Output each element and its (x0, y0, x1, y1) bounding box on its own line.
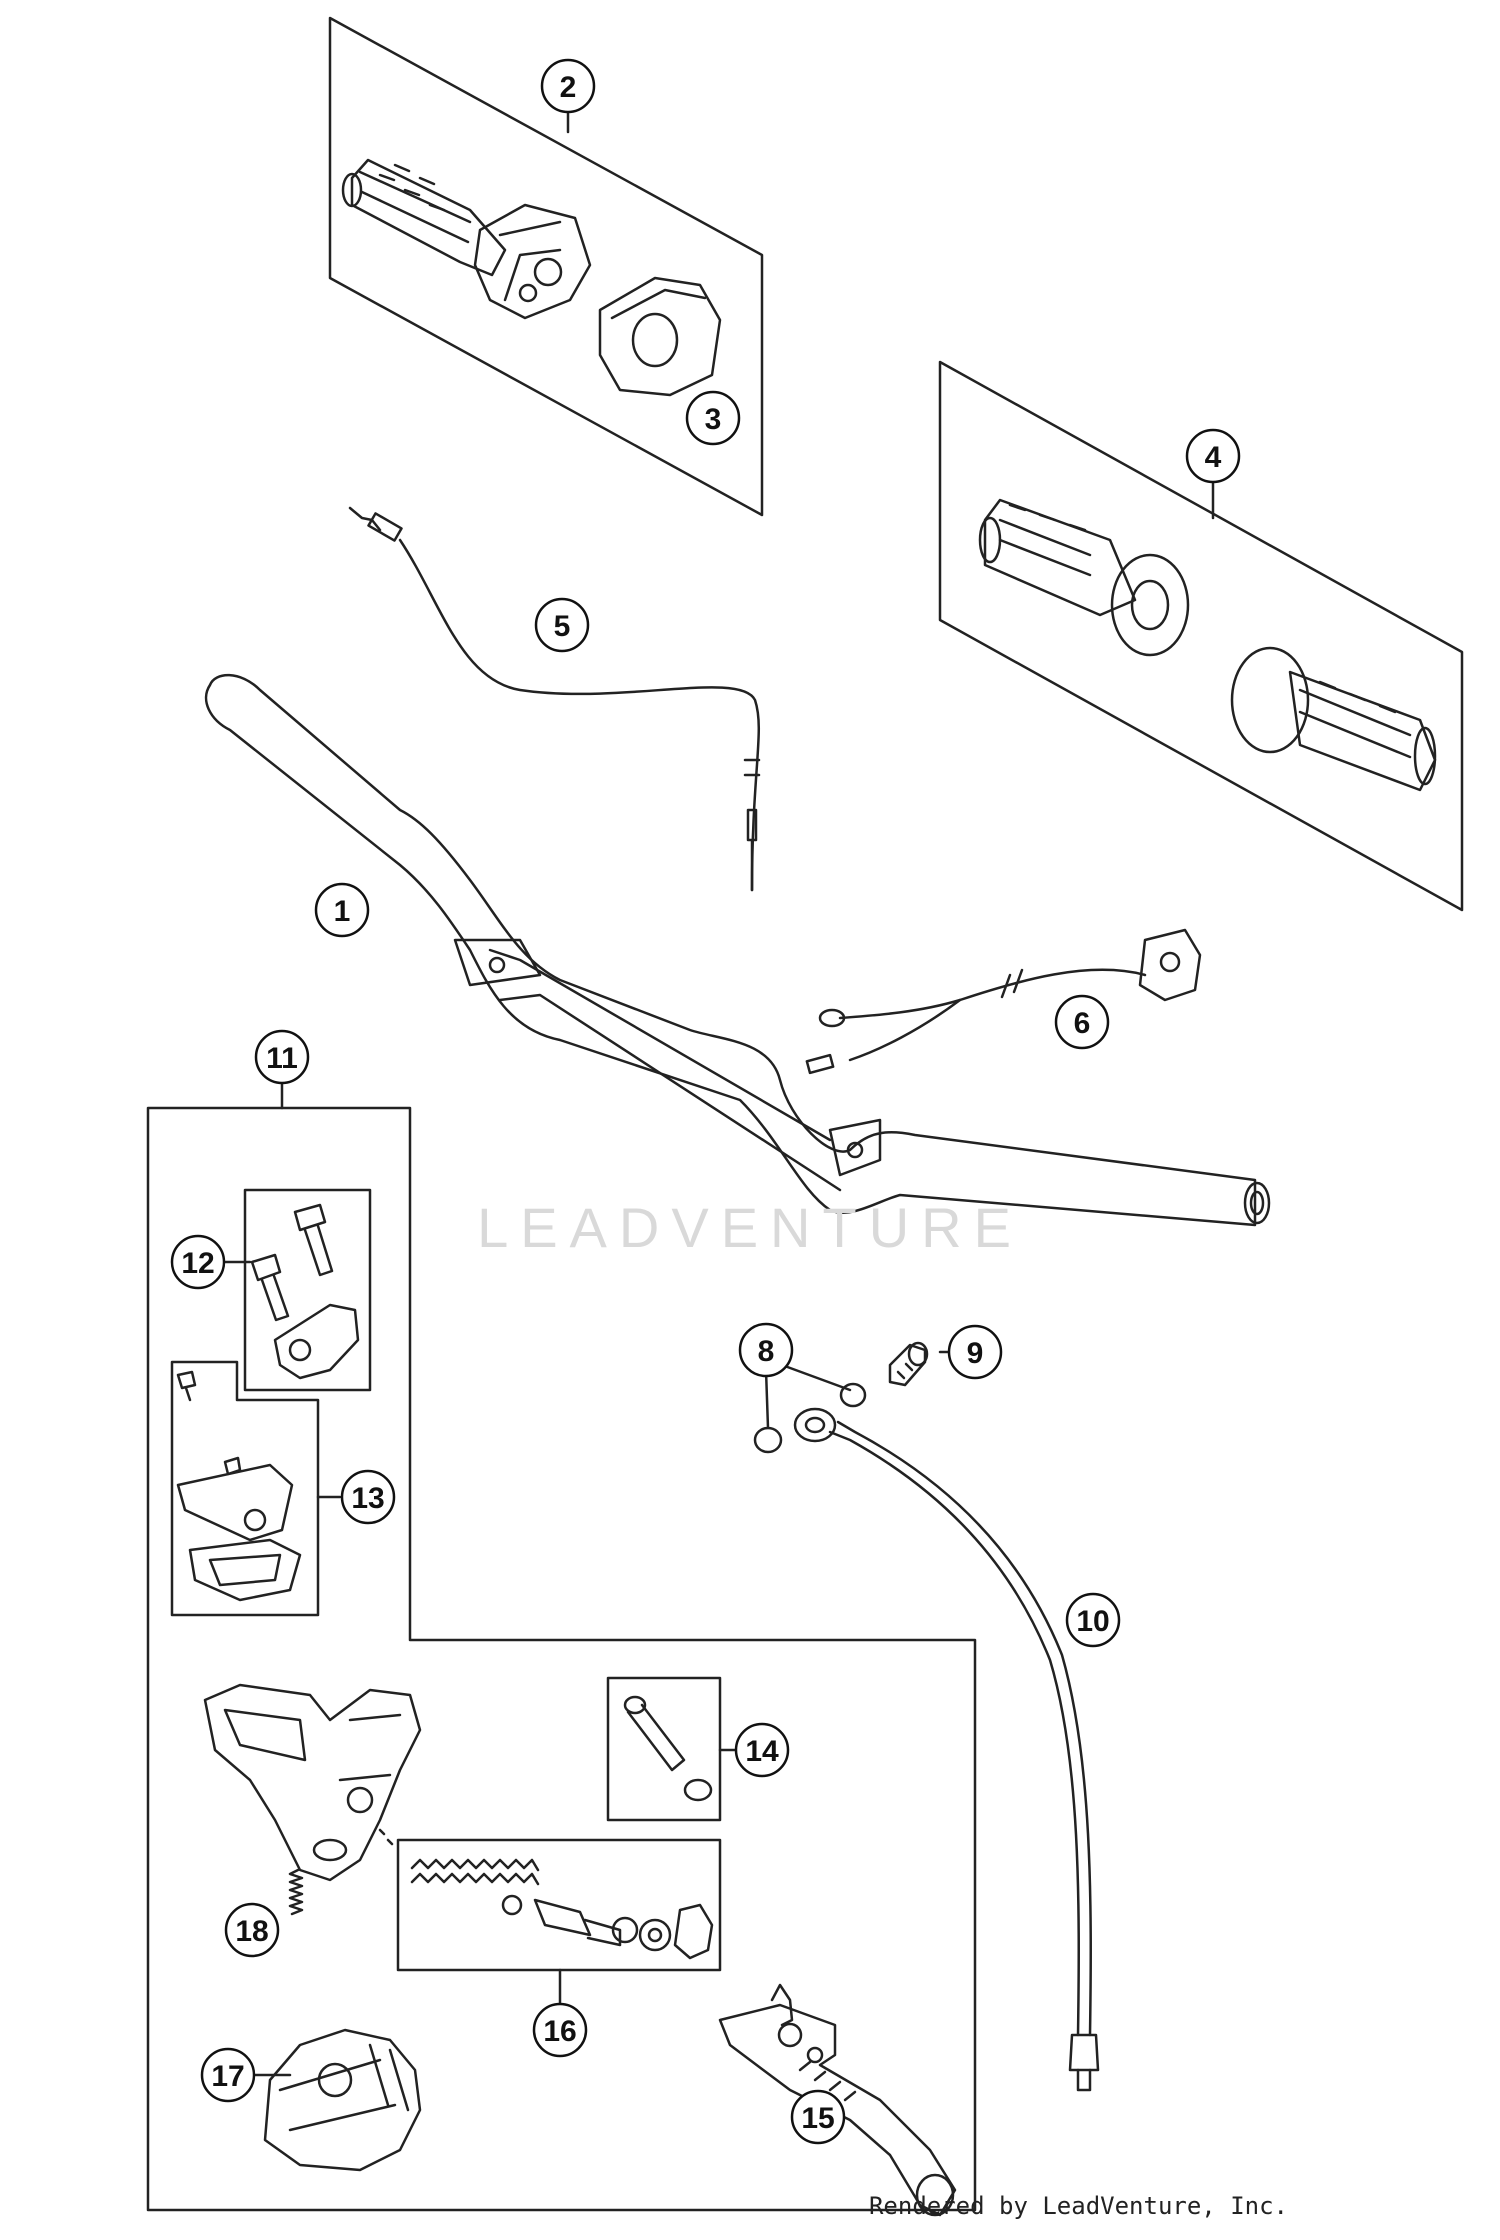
callout-18: 18 (224, 1902, 280, 1958)
svg-text:14: 14 (745, 1735, 779, 1768)
group-box-16 (396, 1838, 722, 1972)
svg-text:3: 3 (705, 403, 722, 436)
group-box-4 (938, 360, 1464, 912)
group-box-2 (328, 16, 764, 517)
callout-16: 16 (532, 2002, 588, 2058)
group-box-11 (146, 1106, 977, 2212)
svg-text:6: 6 (1074, 1007, 1091, 1040)
callout-3: 3 (685, 390, 741, 446)
svg-text:9: 9 (967, 1337, 984, 1370)
group-box-13 (170, 1360, 320, 1617)
throttle-cover-part (598, 276, 722, 397)
svg-text:12: 12 (181, 1247, 214, 1280)
leader-line-8a (780, 1363, 852, 1392)
svg-text:16: 16 (543, 2015, 576, 2048)
brake-line-part (793, 1407, 1100, 2092)
callout-1: 1 (314, 882, 370, 938)
throttle-cable-part (348, 506, 761, 892)
svg-text:8: 8 (758, 1335, 775, 1368)
svg-text:2: 2 (560, 71, 577, 104)
handlebar-part (204, 673, 1271, 1227)
throttle-grip-part (341, 158, 592, 320)
callout-14: 14 (734, 1722, 790, 1778)
reservoir-cover-part (176, 1370, 302, 1602)
svg-text:1: 1 (334, 895, 351, 928)
svg-text:17: 17 (211, 2060, 244, 2093)
callout-11: 11 (254, 1029, 310, 1085)
group-box-12 (243, 1188, 372, 1392)
spring-part (288, 1868, 304, 1916)
svg-text:13: 13 (351, 1482, 384, 1515)
leader-line-8b (764, 1368, 770, 1430)
footer-credit: Rendered by LeadVenture, Inc. (868, 2192, 1288, 2220)
clamp-bolts-part (250, 1203, 360, 1380)
callout-6: 6 (1054, 994, 1110, 1050)
svg-text:11: 11 (266, 1042, 298, 1075)
handlebar-switch-part (805, 928, 1202, 1075)
callout-12: 12 (170, 1234, 226, 1290)
piston-kit-part (410, 1858, 714, 1960)
watermark: LEADVENTURE (477, 1196, 1023, 1259)
svg-text:15: 15 (801, 2102, 834, 2135)
callout-4: 4 (1185, 428, 1241, 484)
callout-8: 8 (738, 1322, 794, 1378)
callout-5: 5 (534, 597, 590, 653)
callout-17: 17 (200, 2047, 256, 2103)
callout-10: 10 (1065, 1592, 1121, 1648)
callout-13: 13 (340, 1469, 396, 1525)
banjo-bolt-part (888, 1341, 929, 1387)
bleed-bolt-part (623, 1695, 713, 1802)
svg-text:10: 10 (1076, 1605, 1109, 1638)
callout-15: 15 (790, 2089, 846, 2145)
grip-pair-part (978, 498, 1437, 792)
master-cylinder-part (203, 1683, 422, 1882)
callout-9: 9 (947, 1324, 1003, 1380)
svg-text:4: 4 (1205, 441, 1222, 474)
lever-guard-part (263, 2028, 422, 2172)
svg-text:5: 5 (554, 610, 571, 643)
callout-2: 2 (540, 58, 596, 114)
svg-text:18: 18 (235, 1915, 268, 1948)
